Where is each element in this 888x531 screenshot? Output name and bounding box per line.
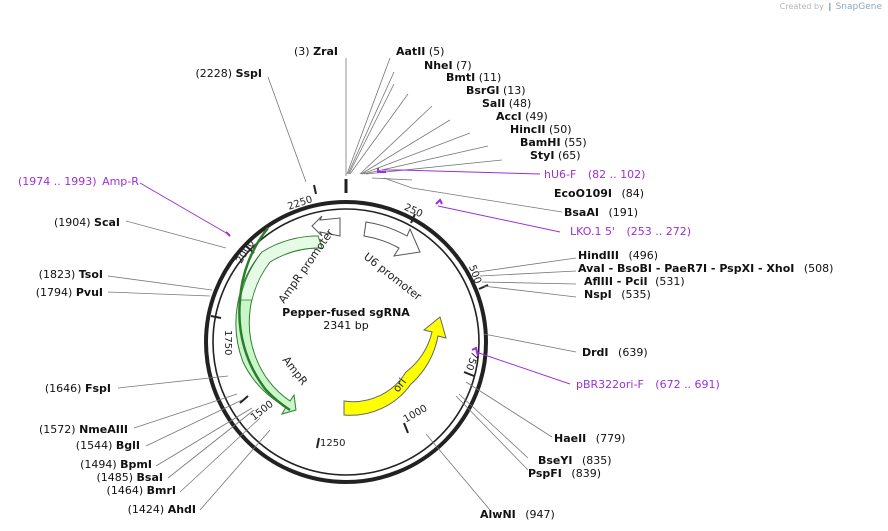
- snapgene-credit: Created by ❙ SnapGene: [780, 2, 882, 12]
- ampr-promoter-region[interactable]: [239, 235, 323, 301]
- credit-brand: SnapGene: [835, 2, 882, 12]
- site-leader-lines: [107, 57, 577, 511]
- site-bpmi[interactable]: (1494) BpmI: [80, 458, 152, 471]
- site-bseyi[interactable]: BseYI (835): [538, 454, 612, 467]
- site-labels-right: (3) ZraI AatII (5) NheI (7) BmtI (11) Bs…: [294, 45, 833, 521]
- site-bsrgi[interactable]: BsrGI (13): [466, 84, 526, 97]
- site-avai-group[interactable]: AvaI - BsoBI - PaeR7I - PspXI - XhoI (50…: [578, 262, 833, 275]
- ampr-promoter-arrow[interactable]: [311, 215, 341, 237]
- site-ahdi[interactable]: (1424) AhdI: [128, 503, 196, 516]
- plasmid-length: 2341 bp: [323, 319, 368, 332]
- site-scai[interactable]: (1904) ScaI: [54, 216, 120, 229]
- site-nmeaiii[interactable]: (1572) NmeAIII: [39, 423, 128, 436]
- u6-promoter-arrow[interactable]: [363, 221, 421, 257]
- primer-amp-r[interactable]: (1974 .. 1993) Amp-R: [18, 175, 139, 188]
- ori-arrow[interactable]: [343, 316, 447, 416]
- tick-label-1750: 1750: [222, 330, 233, 355]
- credit-prefix: Created by: [779, 2, 824, 11]
- tick-marks: [210, 184, 489, 449]
- site-bmri[interactable]: (1464) BmrI: [107, 484, 176, 497]
- site-zrai[interactable]: (3) ZraI: [294, 45, 338, 58]
- site-sali[interactable]: SalI (48): [482, 97, 531, 110]
- backbone-outer-ring: [204, 200, 488, 484]
- snapgene-logo-icon: ❙: [826, 2, 834, 11]
- site-tsoi[interactable]: (1823) TsoI: [39, 268, 103, 281]
- site-bgli[interactable]: (1544) BglI: [76, 439, 140, 452]
- site-bsaai[interactable]: BsaAI (191): [564, 206, 638, 219]
- site-drdi[interactable]: DrdI (639): [582, 346, 648, 359]
- feature-label-u6-promoter: U6 promoter: [361, 250, 424, 303]
- site-fspi[interactable]: (1646) FspI: [45, 382, 111, 395]
- site-nhei[interactable]: NheI (7): [424, 59, 472, 72]
- primer-leader-lines: [139, 169, 571, 385]
- primer-markers: [225, 168, 479, 357]
- tick-label-1250: 1250: [320, 438, 345, 449]
- site-nspi[interactable]: NspI (535): [584, 288, 651, 301]
- site-afliii-pcii[interactable]: AflIII - PciI (531): [584, 275, 685, 288]
- feature-label-ampr: AmpR: [280, 354, 311, 388]
- site-alwni[interactable]: AlwNI (947): [480, 508, 555, 521]
- primer-labels: hU6-F (82 .. 102) LKO.1 5' (253 .. 272) …: [18, 168, 720, 391]
- primer-hu6-f[interactable]: hU6-F (82 .. 102): [544, 168, 645, 181]
- site-styi[interactable]: StyI (65): [530, 149, 581, 162]
- primer-lko1-5[interactable]: LKO.1 5' (253 .. 272): [570, 225, 691, 238]
- tick-label-1000: 1000: [402, 403, 430, 425]
- primer-pbr322ori-f[interactable]: pBR322ori-F (672 .. 691): [576, 378, 720, 391]
- site-pspfi[interactable]: PspFI (839): [528, 467, 601, 480]
- site-bmti[interactable]: BmtI (11): [446, 71, 501, 84]
- site-pvui[interactable]: (1794) PvuI: [36, 286, 103, 299]
- site-aatii[interactable]: AatII (5): [396, 45, 444, 58]
- site-haeii[interactable]: HaeII (779): [554, 432, 625, 445]
- site-bamhi[interactable]: BamHI (55): [520, 136, 587, 149]
- site-sspi[interactable]: (2228) SspI: [195, 67, 262, 80]
- site-hindiii[interactable]: HindIII (496): [578, 249, 658, 262]
- site-labels-left: (2228) SspI (1904) ScaI (1823) TsoI (179…: [36, 67, 262, 516]
- site-bsai[interactable]: (1485) BsaI: [96, 471, 163, 484]
- site-acci[interactable]: AccI (49): [496, 110, 548, 123]
- plasmid-name: Pepper-fused sgRNA: [282, 306, 410, 319]
- ampr-outer-strand-line: [238, 227, 291, 412]
- site-ecoo109i[interactable]: EcoO109I (84): [554, 187, 644, 200]
- site-hincii[interactable]: HincII (50): [510, 123, 572, 136]
- backbone-inner-ring: [212, 208, 480, 476]
